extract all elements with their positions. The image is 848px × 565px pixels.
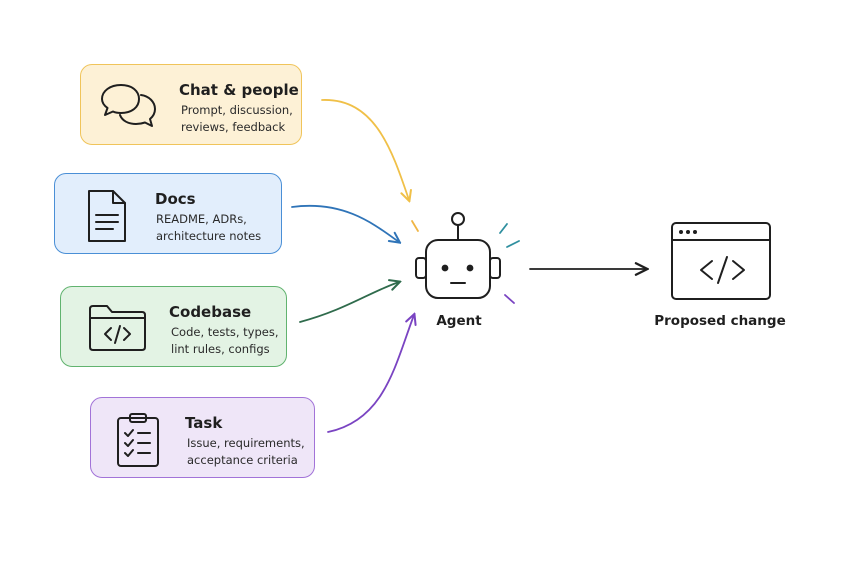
card-description: Prompt, discussion, reviews, feedback bbox=[181, 102, 293, 136]
code-folder-icon bbox=[89, 305, 146, 351]
card-description-line: architecture notes bbox=[156, 229, 262, 243]
card-description-line: lint rules, configs bbox=[171, 342, 270, 356]
card-title: Task bbox=[185, 414, 223, 432]
card-description: Issue, requirements, acceptance criteria bbox=[187, 435, 305, 469]
agent-label: Agent bbox=[436, 313, 482, 329]
document-icon bbox=[88, 190, 126, 242]
card-description-line: README, ADRs, bbox=[156, 212, 247, 226]
code-window-icon bbox=[671, 222, 771, 300]
card-task: Task Issue, requirements, acceptance cri… bbox=[90, 397, 315, 478]
card-description: Code, tests, types, lint rules, configs bbox=[171, 324, 278, 358]
arrow-docs-to-agent bbox=[291, 204, 399, 242]
sparkle-marks bbox=[411, 220, 520, 304]
card-description-line: reviews, feedback bbox=[181, 120, 286, 134]
card-description: README, ADRs, architecture notes bbox=[156, 211, 261, 245]
card-description-line: Issue, requirements, bbox=[187, 436, 305, 450]
arrow-chat-to-agent bbox=[321, 99, 409, 200]
card-title: Codebase bbox=[169, 303, 252, 321]
robot-icon bbox=[415, 212, 501, 299]
arrow-task-to-agent bbox=[327, 315, 414, 433]
chat-bubbles-icon bbox=[101, 84, 156, 127]
proposed-change-label: Proposed change bbox=[654, 313, 786, 329]
clipboard-checklist-icon bbox=[117, 413, 159, 467]
card-description-line: acceptance criteria bbox=[187, 453, 298, 467]
card-chat-people: Chat & people Prompt, discussion, review… bbox=[80, 64, 302, 145]
card-description-line: Prompt, discussion, bbox=[181, 103, 293, 117]
card-title: Chat & people bbox=[179, 81, 299, 99]
arrow-codebase-to-agent bbox=[299, 282, 399, 323]
card-title: Docs bbox=[155, 190, 196, 208]
card-description-line: Code, tests, types, bbox=[171, 325, 279, 339]
card-docs: Docs README, ADRs, architecture notes bbox=[54, 173, 282, 254]
card-codebase: Codebase Code, tests, types, lint rules,… bbox=[60, 286, 287, 367]
